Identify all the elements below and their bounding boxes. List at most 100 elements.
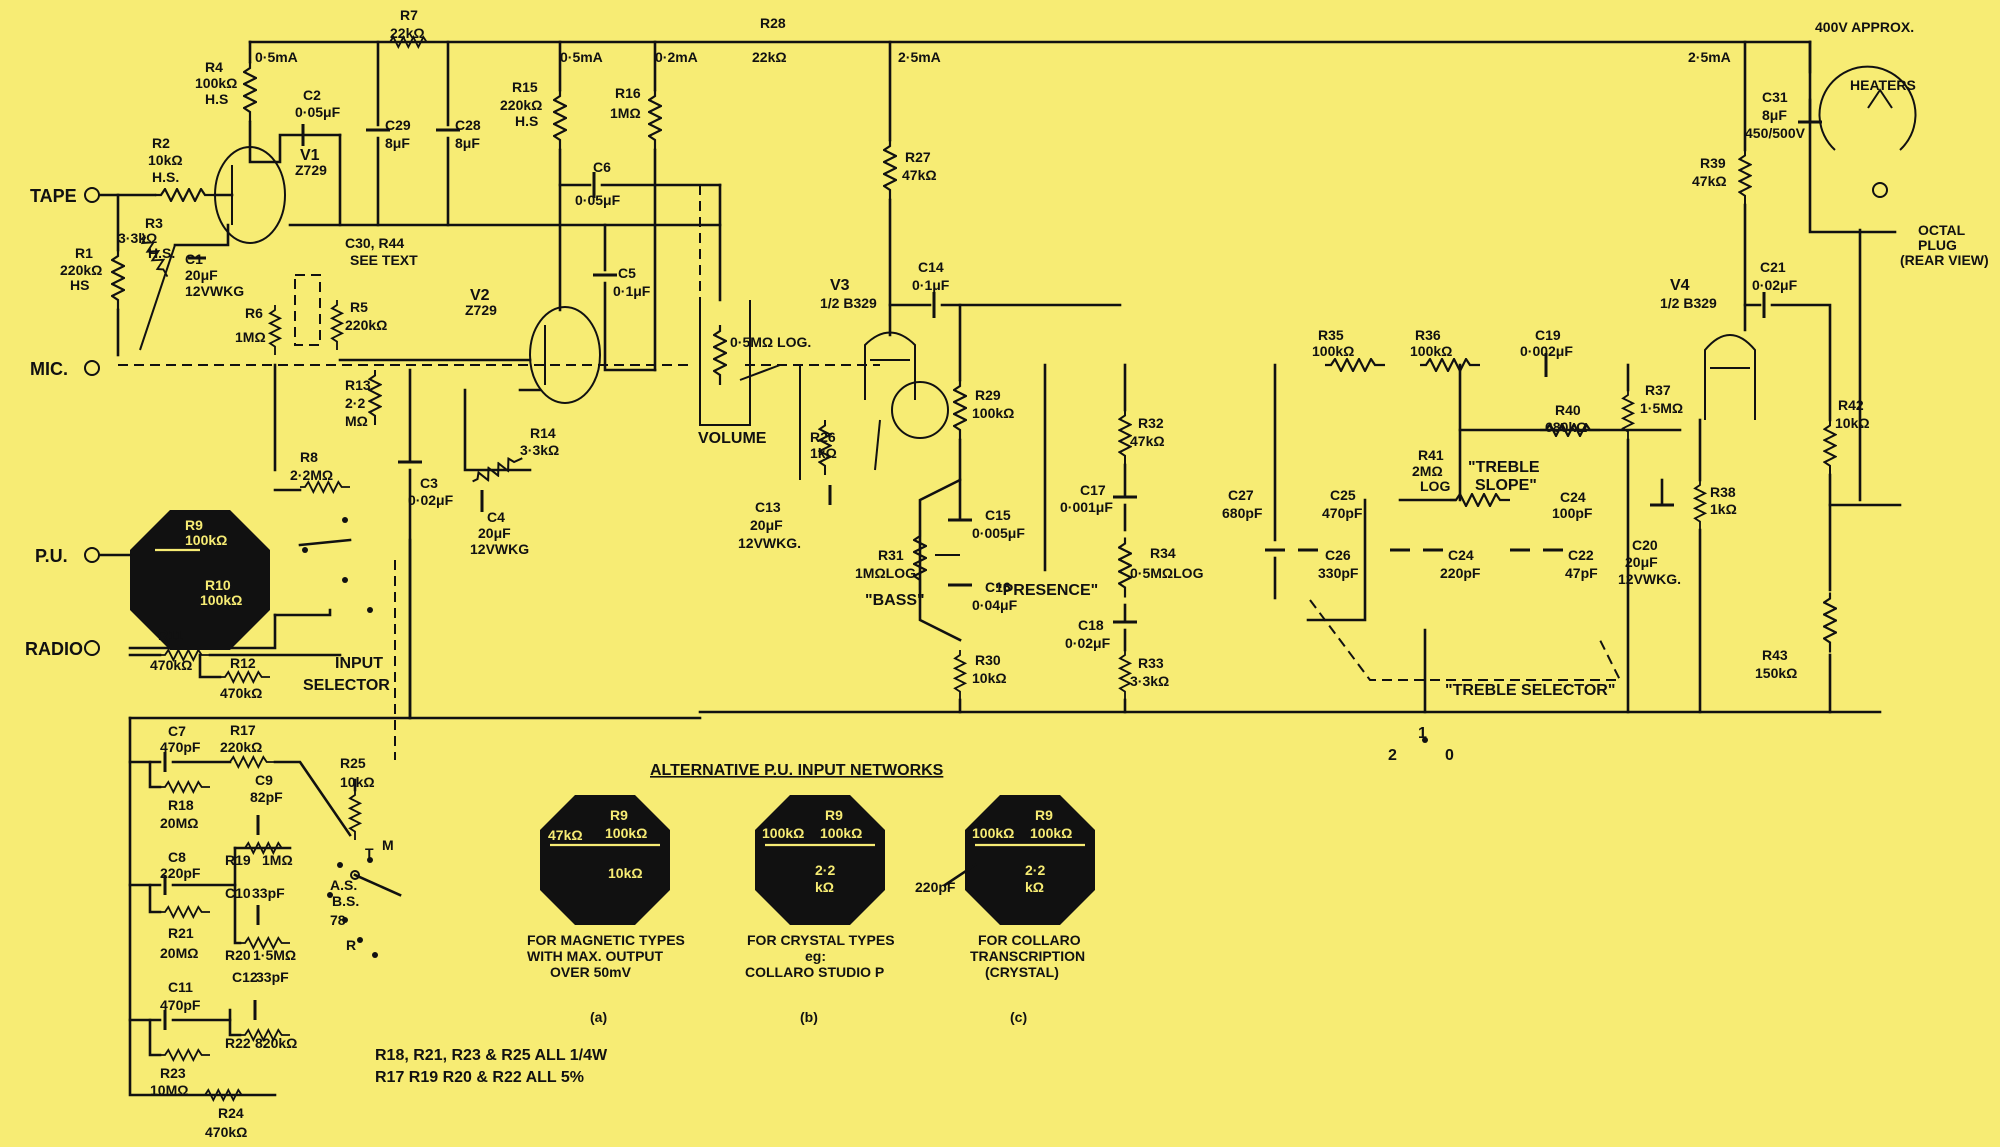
octal-label-1: OCTAL	[1918, 222, 1966, 238]
input-jacks	[84, 187, 100, 656]
resistor-value: 3·3kΩ	[118, 230, 157, 246]
r36-resistor	[1420, 358, 1480, 372]
octal-label-2: PLUG	[1918, 237, 1957, 253]
capacitor-value: 470pF	[160, 739, 201, 755]
alt-networks-heading: ALTERNATIVE P.U. INPUT NETWORKS	[650, 762, 944, 779]
r43-resistor	[1823, 591, 1837, 654]
capacitor-label: C4	[487, 509, 505, 525]
volume-pot	[714, 325, 726, 385]
capacitor-note: 12VWKG	[185, 283, 244, 299]
pu-input-network	[98, 510, 270, 650]
resistor-value: 470kΩ	[150, 657, 192, 673]
capacitor-value: 0·02μF	[408, 492, 454, 508]
alt-a-r9-value: 100kΩ	[605, 825, 647, 841]
resistor-value: 100kΩ	[185, 532, 227, 548]
r32-resistor	[1118, 410, 1132, 465]
resistor-label: R33	[1138, 655, 1164, 671]
resistor-label: R13	[345, 377, 371, 393]
resistor-value: 3·3kΩ	[1130, 673, 1169, 689]
capacitor-value: 0·001μF	[1060, 499, 1113, 515]
alt-a-caption: FOR MAGNETIC TYPES	[527, 932, 685, 948]
input-selector-label: INPUT	[335, 655, 383, 672]
resistor-value: 22kΩ	[390, 25, 425, 41]
capacitor-value: 470pF	[160, 997, 201, 1013]
capacitor-label: C31	[1762, 89, 1788, 105]
capacitor-label: C29	[385, 117, 411, 133]
alt-c-shunt-unit: kΩ	[1025, 879, 1044, 895]
volume-control	[699, 183, 880, 505]
capacitor-label: C28	[455, 117, 481, 133]
resistor-label: R38	[1710, 484, 1736, 500]
alt-c-capacitor: 220pF	[915, 879, 956, 895]
treble-network	[1265, 353, 1682, 743]
resistor-label: R10	[205, 577, 231, 593]
capacitor-value: 330pF	[1318, 565, 1359, 581]
alt-b-r9-value: 100kΩ	[820, 825, 862, 841]
mic-jack	[84, 360, 100, 376]
resistor-label: R36	[1415, 327, 1441, 343]
resistor-note: H.S.	[148, 245, 175, 261]
resistor-value: 1·5MΩ	[1640, 400, 1683, 416]
capacitor-value: 220pF	[160, 865, 201, 881]
heaters-label: HEATERS	[1850, 77, 1916, 93]
resistor-value: 100kΩ	[200, 592, 242, 608]
capacitor-label: C24	[1560, 489, 1586, 505]
resistor-label: R14	[530, 425, 556, 441]
capacitor-note: 12VWKG.	[738, 535, 801, 551]
r42-resistor	[1823, 420, 1837, 475]
resistor-value: 220kΩ	[220, 739, 262, 755]
r2-resistor	[155, 188, 215, 202]
eq-position: 78	[330, 912, 346, 928]
capacitor-value: 0·1μF	[912, 277, 950, 293]
r38-resistor	[1693, 480, 1707, 530]
resistor-label: R31	[878, 547, 904, 563]
resistor-value: 20MΩ	[160, 815, 198, 831]
resistor-label: R19	[225, 852, 251, 868]
capacitor-label: C19	[1535, 327, 1561, 343]
r6-resistor	[268, 305, 282, 355]
resistor-value: 20MΩ	[160, 945, 198, 961]
capacitor-label: C5	[618, 265, 636, 281]
resistor-value: 1MΩ	[235, 329, 266, 345]
resistor-value: 820kΩ	[255, 1035, 297, 1051]
capacitor-value: 8μF	[1762, 107, 1787, 123]
current-label: 2·5mA	[1688, 49, 1731, 65]
alt-network-b	[755, 795, 885, 925]
r37-resistor	[1621, 390, 1635, 440]
resistor-note: H.S	[515, 113, 538, 129]
capacitor-value: 20μF	[1625, 554, 1658, 570]
capacitor-note: SEE TEXT	[350, 252, 418, 268]
resistor-label: R23	[160, 1065, 186, 1081]
resistor-label: R35	[1318, 327, 1344, 343]
r29-resistor	[953, 380, 967, 440]
capacitor-label: C1	[185, 251, 203, 267]
capacitor-value: 470pF	[1322, 505, 1363, 521]
resistor-label: R24	[218, 1105, 244, 1121]
r17-resistor	[225, 755, 275, 769]
selector-position: 2	[1388, 747, 1397, 764]
resistor-label: R27	[905, 149, 931, 165]
capacitor-value: 8μF	[455, 135, 480, 151]
capacitor-value: 8μF	[385, 135, 410, 151]
volume-value: 0·5MΩ LOG.	[730, 334, 811, 350]
resistor-value: 47kΩ	[1692, 173, 1727, 189]
eq-position: A.S.	[330, 877, 357, 893]
capacitor-note: 12VWKG.	[1618, 571, 1681, 587]
capacitor-note: 12VWKG	[470, 541, 529, 557]
resistor-value: 47kΩ	[902, 167, 937, 183]
r12-resistor	[220, 670, 270, 684]
capacitor-label: C27	[1228, 487, 1254, 503]
resistor-value: 2·2MΩ	[290, 467, 333, 483]
decoupling	[366, 35, 460, 227]
capacitor-label: C24	[1448, 547, 1474, 563]
resistor-label: R37	[1645, 382, 1671, 398]
capacitor-value: 0·04μF	[972, 597, 1018, 613]
v4-valve	[1704, 334, 1756, 420]
alt-c-tag: (c)	[1010, 1009, 1027, 1025]
resistor-value: 220kΩ	[60, 262, 102, 278]
resistor-value: 0·5MΩLOG	[1130, 565, 1204, 581]
capacitor-label: C30, R44	[345, 235, 404, 251]
alt-b-tag: (b)	[800, 1009, 818, 1025]
